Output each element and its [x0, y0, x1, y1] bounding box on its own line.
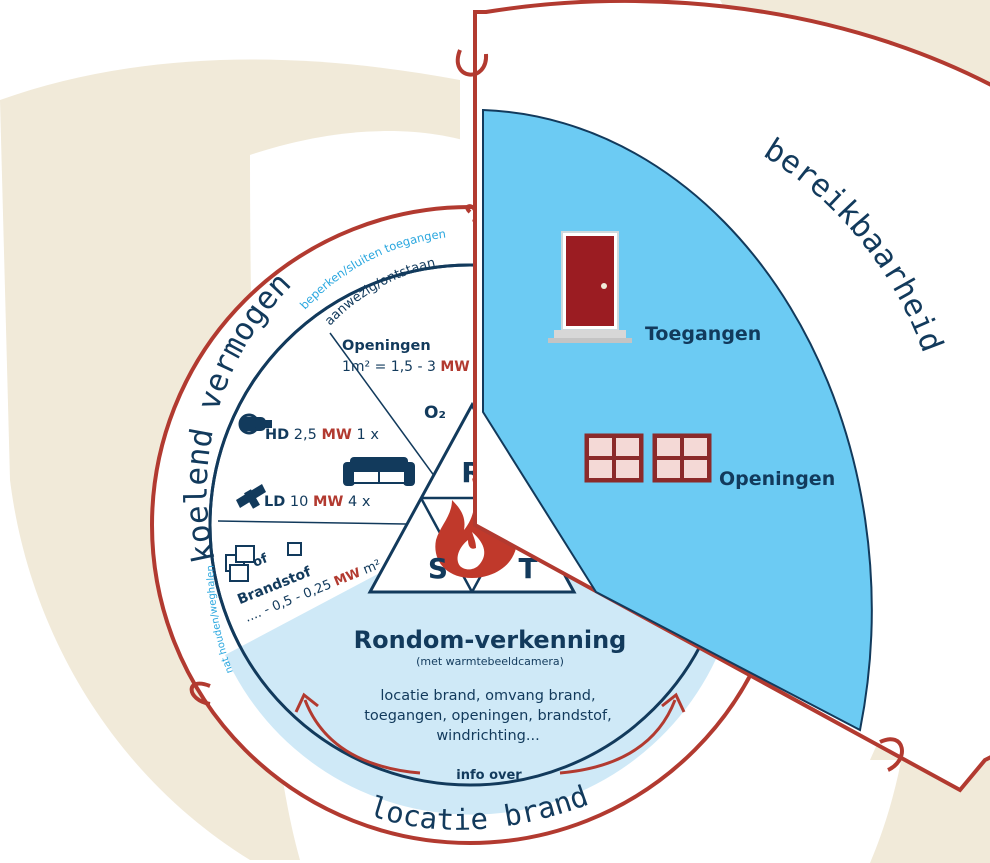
window-icon	[652, 433, 712, 483]
panel-openingen-label: Openingen	[719, 468, 835, 490]
triangle-letter-t: T	[518, 552, 537, 585]
hd-nozzle-icon	[238, 413, 272, 435]
rondom-line-3: windrichting...	[436, 728, 539, 744]
puzzle-notch	[455, 49, 489, 77]
door-icon	[548, 231, 632, 343]
info-over-label: info over	[456, 768, 522, 783]
sofa-icon	[343, 457, 415, 486]
ld-row: LD 10 MW 4 x	[264, 494, 371, 510]
o2-label: O₂	[424, 403, 446, 423]
ld-nozzle-icon	[236, 484, 266, 509]
rondom-subtitle: (met warmtebeeldcamera)	[416, 655, 564, 668]
triangle-letter-s: S	[428, 552, 448, 585]
rondom-sector	[225, 525, 720, 815]
crates-icon	[225, 545, 255, 582]
of-label: of	[251, 551, 270, 571]
window-icon	[584, 433, 644, 483]
openingen-wedge-title: Openingen	[342, 338, 431, 354]
puzzle-notch	[189, 681, 211, 706]
hd-row: HD 2,5 MW 1 x	[265, 427, 379, 443]
puzzle-notch	[879, 737, 904, 772]
info-arrow	[294, 692, 686, 775]
rondom-title: Rondom-verkenning	[354, 626, 627, 654]
panel-toegangen-label: Toegangen	[645, 323, 761, 345]
openingen-wedge-formula: 1m² = 1,5 - 3 MW	[342, 359, 470, 375]
small-crate-icon	[287, 542, 302, 556]
rondom-line-2: toegangen, openingen, brandstof,	[364, 708, 612, 724]
rondom-line-1: locatie brand, omvang brand,	[380, 688, 595, 704]
